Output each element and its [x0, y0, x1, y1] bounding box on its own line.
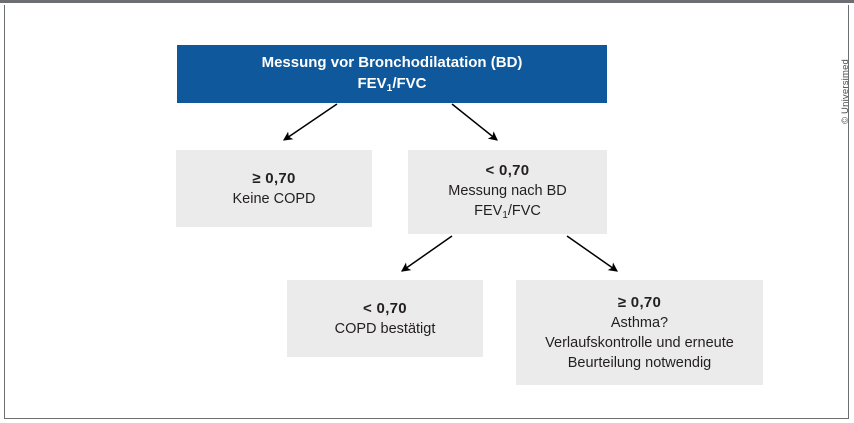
node-post-bd-ratio: FEV1/FVC	[474, 201, 541, 223]
node-asthma-line1: Asthma?	[610, 314, 669, 331]
node-copd-confirmed: < 0,70 COPD bestätigt	[287, 280, 483, 357]
node-post-bronchodilation: < 0,70 Messung nach BD FEV1/FVC	[408, 150, 607, 234]
node-copd-confirmed-label: COPD bestätigt	[334, 320, 436, 337]
fev-subscript: 1	[502, 209, 508, 221]
node-asthma: ≥ 0,70 Asthma? Verlaufskontrolle und ern…	[516, 280, 763, 385]
node-asthma-line2: Verlaufskontrolle und erneute	[545, 334, 734, 351]
fev-label: FEV	[357, 75, 387, 92]
node-copd-confirmed-value: < 0,70	[363, 299, 407, 317]
node-header-line1: Messung vor Bronchodilatation (BD)	[261, 54, 523, 71]
node-asthma-value: ≥ 0,70	[617, 293, 662, 311]
node-no-copd: ≥ 0,70 Keine COPD	[176, 150, 372, 227]
node-no-copd-value: ≥ 0,70	[252, 169, 296, 187]
fvc-label: /FVC	[392, 75, 427, 92]
node-post-bd-label: Messung nach BD	[448, 183, 567, 199]
node-post-bd-value: < 0,70	[485, 162, 530, 179]
node-pre-bronchodilation: Messung vor Bronchodilatation (BD) FEV1/…	[177, 45, 607, 103]
figure-border	[4, 5, 849, 419]
copyright-credit: © Universimed	[840, 58, 851, 124]
node-header-line2: FEV1/FVC	[357, 73, 426, 96]
fev-subscript: 1	[386, 82, 393, 94]
frame-top-rule	[0, 0, 854, 3]
fvc-label: /FVC	[507, 203, 541, 219]
fev-label: FEV	[474, 203, 503, 219]
node-asthma-line3: Beurteilung notwendig	[567, 354, 712, 371]
node-no-copd-label: Keine COPD	[232, 190, 316, 207]
